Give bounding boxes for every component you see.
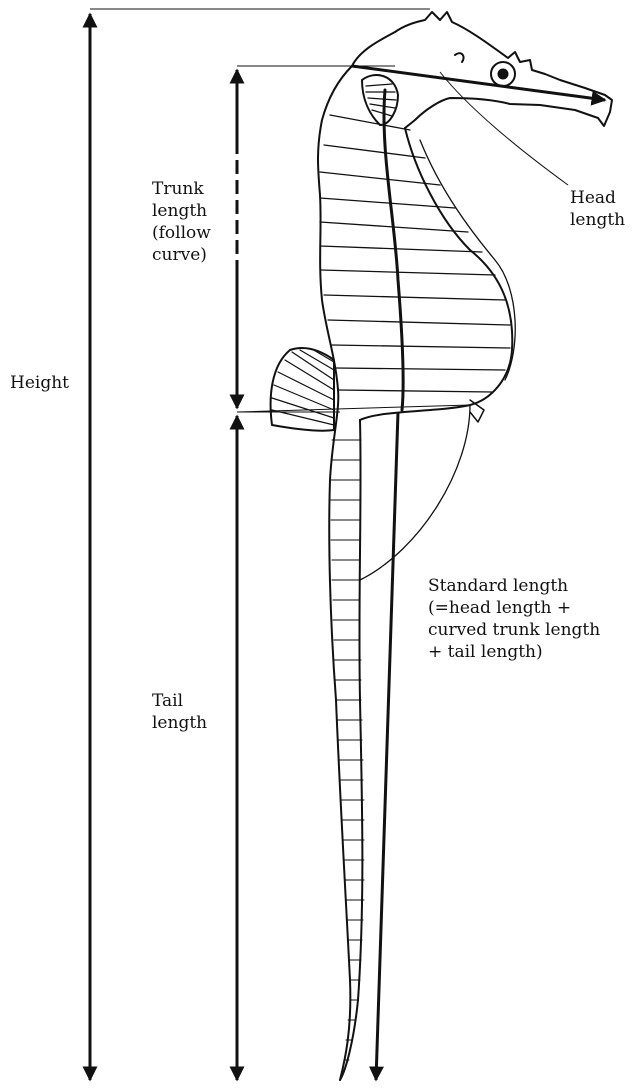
trunk-label-line-4: curve)	[152, 244, 211, 266]
head-length-label: Head length	[570, 187, 625, 231]
trunk-label-line-1: Trunk	[152, 178, 211, 200]
standard-length-label: Standard length (=head length + curved t…	[428, 575, 600, 663]
standard-label-line-4: + tail length)	[428, 641, 600, 663]
tail-label-line-1: Tail	[152, 690, 207, 712]
pectoral-fin	[362, 75, 398, 125]
trunk-length-label: Trunk length (follow curve)	[152, 178, 211, 266]
trunk-label-line-2: length	[152, 200, 211, 222]
head-label-line-1: Head	[570, 187, 625, 209]
trunk-label-line-3: (follow	[152, 222, 211, 244]
height-label: Height	[10, 372, 69, 394]
dorsal-fin	[271, 348, 334, 431]
standard-length-arrow	[376, 412, 398, 1080]
tail-length-label: Tail length	[152, 690, 207, 734]
standard-label-line-3: curved trunk length	[428, 619, 600, 641]
seahorse-illustration	[271, 12, 612, 1080]
standard-label-line-2: (=head length +	[428, 597, 600, 619]
standard-label-line-1: Standard length	[428, 575, 600, 597]
head-label-line-2: length	[570, 209, 625, 231]
tail-label-line-2: length	[152, 712, 207, 734]
height-label-text: Height	[10, 373, 69, 393]
